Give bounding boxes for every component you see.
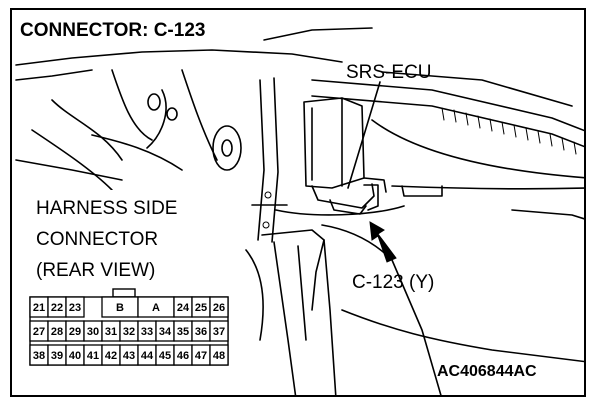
- pin-31: 31: [105, 326, 117, 338]
- harness-label-line-1: HARNESS SIDE: [36, 198, 177, 219]
- pin-48: 48: [213, 350, 225, 362]
- pin-28: 28: [51, 326, 63, 338]
- pin-32: 32: [123, 326, 135, 338]
- pin-25: 25: [195, 302, 207, 314]
- vehicle-line-art: [15, 27, 584, 395]
- connector-title: CONNECTOR: C-123: [20, 20, 205, 41]
- pin-24: 24: [177, 302, 190, 314]
- pin-35: 35: [177, 326, 189, 338]
- pin-21: 21: [33, 302, 45, 314]
- pin-40: 40: [69, 350, 81, 362]
- pin-48-cell: [209, 344, 229, 366]
- pin-42: 42: [105, 350, 117, 362]
- pin-41: 41: [87, 350, 99, 362]
- pin-38: 38: [33, 350, 45, 362]
- pin-44: 44: [141, 350, 154, 362]
- srs-ecu-label: SRS-ECU: [346, 62, 432, 83]
- pin-43: 43: [123, 350, 135, 362]
- connector-id-label: C-123 (Y): [352, 272, 434, 293]
- pin-23: 23: [69, 302, 81, 314]
- harness-label-bg: [28, 190, 228, 285]
- pin-34: 34: [159, 326, 172, 338]
- pin-26-cell: [209, 296, 229, 318]
- pin-47: 47: [195, 350, 207, 362]
- pin-37-cell: [209, 320, 229, 342]
- pin-B: B: [116, 302, 124, 314]
- figure-code: AC406844AC: [437, 363, 537, 380]
- pin-22: 22: [51, 302, 63, 314]
- pin-37: 37: [213, 326, 225, 338]
- diagram-canvas: 21 22 23 B A 24 25 26 27 28 29 30 31 32 33 34 35 36 37 38 39…: [15, 20, 584, 395]
- diagram-frame: 21 22 23 B A 24 25 26 27 28 29 30 31 32 33 34 35 36 37 38 39…: [10, 8, 586, 397]
- pin-26: 26: [213, 302, 225, 314]
- pin-30: 30: [87, 326, 99, 338]
- connector-arrow: [369, 221, 397, 263]
- harness-label-line-2: CONNECTOR: [36, 229, 158, 250]
- pin-46: 46: [177, 350, 189, 362]
- pin-23-cell: [65, 296, 85, 318]
- harness-connector-face: 21 22 23 B A 24 25 26 27 28 29 30 31 32 33 34 35 36 37 38 39…: [29, 288, 229, 366]
- pin-A: A: [152, 302, 160, 314]
- pin-29: 29: [69, 326, 81, 338]
- harness-label-line-3: (REAR VIEW): [36, 260, 155, 281]
- pin-27: 27: [33, 326, 45, 338]
- pin-39: 39: [51, 350, 63, 362]
- srs-ecu-leader-line: [347, 81, 381, 189]
- pin-33: 33: [141, 326, 153, 338]
- pin-45: 45: [159, 350, 171, 362]
- pin-36: 36: [195, 326, 207, 338]
- console-ribs: [441, 107, 577, 155]
